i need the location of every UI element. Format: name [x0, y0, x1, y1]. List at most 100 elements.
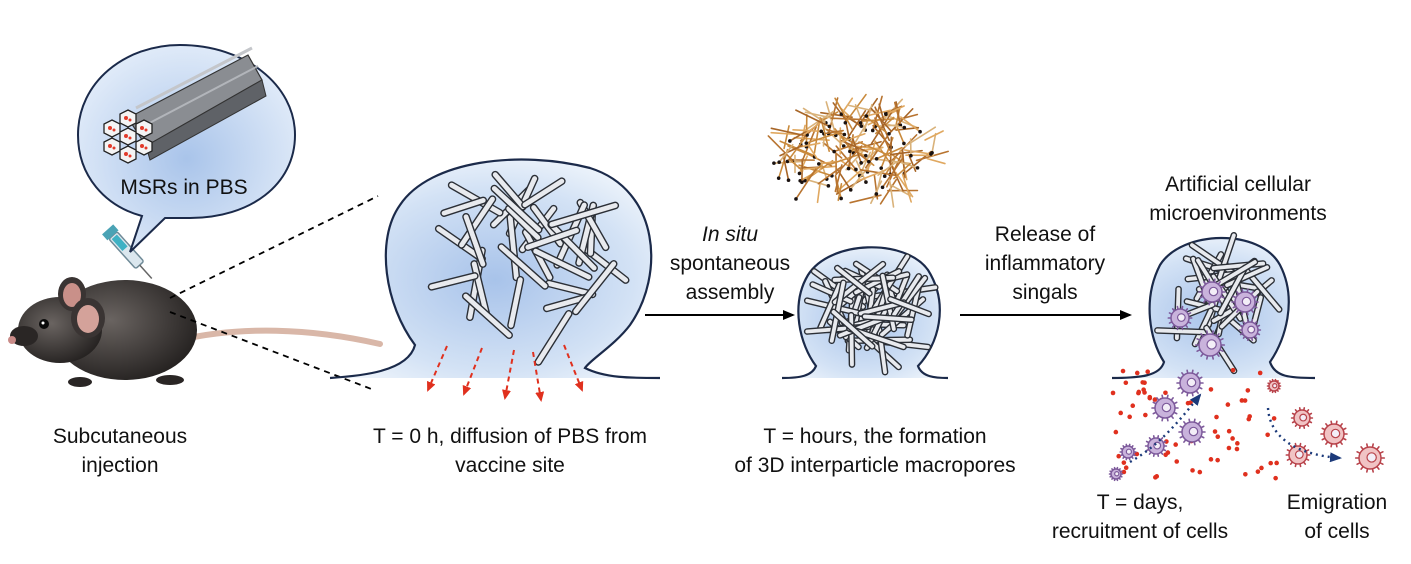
recruited-cell	[1119, 443, 1137, 461]
msr-rod-highlight	[429, 273, 478, 290]
label-recruitment: T = days,recruitment of cells	[1051, 491, 1229, 543]
photo-rod-tip	[882, 174, 887, 179]
signal-dot	[1152, 397, 1158, 402]
recruited-cell	[1176, 369, 1204, 397]
photo-rod	[907, 153, 917, 172]
signal-dot	[1242, 398, 1248, 403]
photo-rod	[866, 141, 876, 173]
signal-dot	[1163, 390, 1168, 396]
photo-rod-tip	[929, 152, 933, 156]
emigrating-cell	[1320, 420, 1348, 448]
photo-rod	[888, 179, 895, 208]
photo-rod	[862, 118, 895, 122]
photo-rod-tip	[874, 156, 879, 161]
msr-rod-highlight	[507, 214, 519, 280]
photo-rod-tip	[772, 161, 776, 165]
msr-rod-highlight	[471, 261, 489, 317]
msr-rod-highlight	[831, 310, 875, 349]
photo-rod-tip	[880, 185, 885, 190]
photo-rod	[807, 144, 819, 160]
photo-rod	[782, 155, 790, 182]
photo-rod	[890, 134, 918, 163]
photo-rod	[893, 162, 912, 180]
photo-rod-tip	[846, 166, 851, 171]
photo-rod	[840, 139, 869, 153]
photo-rod	[834, 97, 854, 131]
photo-rod	[805, 130, 843, 144]
photo-rod	[767, 135, 794, 162]
msr-rod-highlight	[463, 214, 486, 267]
photo-rod	[844, 93, 867, 124]
signal-dot	[1230, 367, 1236, 373]
msr-rod-highlight	[508, 277, 523, 328]
msr-rod-highlight	[522, 178, 565, 208]
signal-dot	[1134, 370, 1140, 376]
photo-rod-tip	[819, 129, 824, 134]
bubble-label: MSRs in PBS	[120, 176, 247, 199]
msr-rod-highlight	[525, 228, 579, 250]
msr-rod-highlight	[549, 203, 618, 227]
photo-rod	[804, 111, 835, 120]
photo-rod	[874, 117, 891, 151]
photo-rod	[849, 140, 882, 152]
photo-rod-tip	[858, 121, 863, 125]
photo-rod	[787, 145, 816, 158]
msr-rod-highlight	[1216, 233, 1236, 284]
signal-dot	[1246, 416, 1252, 422]
signal-dot	[1121, 460, 1127, 465]
photo-rod	[849, 194, 882, 204]
diffusion-arrow	[563, 344, 584, 392]
msr-rod-highlight	[506, 206, 541, 240]
signal-dot	[1259, 465, 1264, 471]
signal-dot	[1214, 414, 1219, 420]
signal-dot	[1235, 441, 1240, 446]
signal-dot	[1215, 434, 1221, 439]
signal-dot	[1208, 457, 1214, 462]
photo-rod-tip	[879, 166, 883, 170]
emigration-path	[1266, 407, 1342, 463]
photo-rod-tip	[839, 112, 844, 116]
photo-rod	[789, 159, 804, 172]
signal-dot	[1225, 402, 1231, 407]
signal-dot	[1123, 380, 1129, 386]
msr-rod-highlight	[546, 281, 595, 297]
photo-rod-tip	[887, 131, 891, 136]
msr-rod-highlight	[1218, 265, 1247, 315]
photo-rod	[903, 126, 937, 148]
photo-rod-tip	[902, 141, 906, 146]
photo-rod	[894, 171, 914, 198]
mouse-icon	[8, 277, 383, 387]
photo-rod	[801, 126, 817, 161]
photo-rod-tip	[848, 149, 852, 154]
photo-rod-tip	[776, 176, 781, 180]
signal-dot	[1143, 412, 1148, 418]
signal-dot	[1243, 471, 1248, 477]
photo-rod	[778, 143, 794, 164]
diffusion-arrows	[427, 344, 584, 402]
photo-rod	[846, 110, 867, 139]
signal-dot	[1212, 429, 1218, 434]
msr-rod-highlight	[573, 261, 617, 314]
photo-rod	[872, 124, 892, 149]
photo-rod	[875, 169, 884, 195]
photo-rod-tip	[864, 180, 868, 184]
signal-dot	[1145, 369, 1150, 375]
photo-rod-tip	[803, 178, 807, 183]
photo-rod-tip	[827, 124, 832, 129]
photo-rod-tip	[854, 167, 858, 172]
msr-rod-highlight	[491, 186, 542, 233]
photo-rod-tip	[909, 153, 913, 158]
photo-rod	[888, 108, 914, 135]
photo-rod	[881, 156, 904, 189]
photo-rod-tip	[788, 139, 792, 143]
photo-rod	[835, 145, 863, 176]
photo-rod	[884, 105, 903, 114]
recruited-cell	[1178, 418, 1206, 446]
photo-rod-tip	[902, 125, 907, 130]
msr-rod-highlight	[548, 222, 597, 271]
